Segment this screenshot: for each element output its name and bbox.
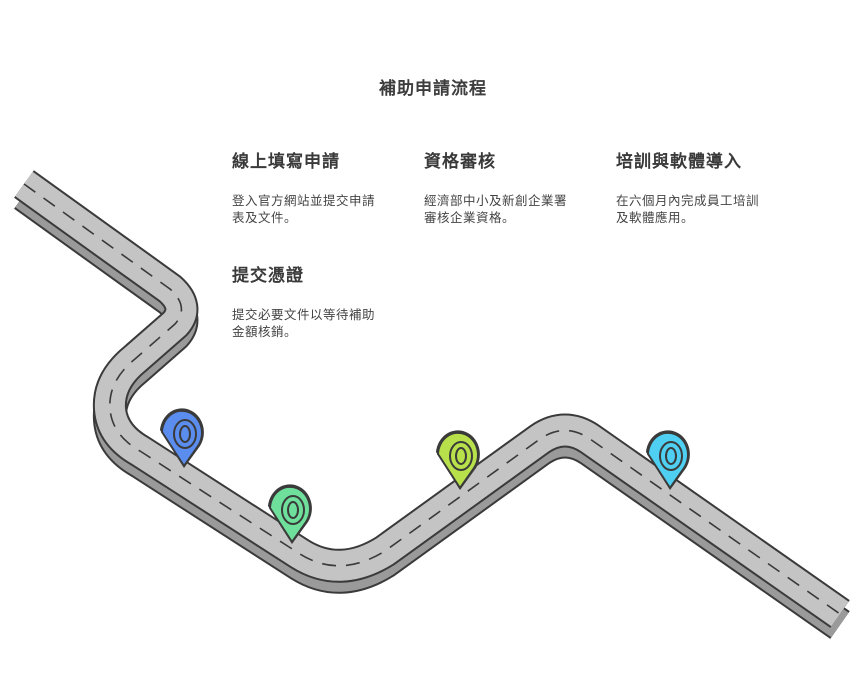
step-heading: 線上填寫申請 [232, 152, 340, 172]
step-training-software: 培訓與軟體導入 在六個月內完成員工培訓及軟體應用。 [616, 147, 786, 226]
diagram-title: 補助申請流程 [379, 79, 487, 99]
step-description: 提交必要文件以等待補助金額核銷。 [232, 307, 376, 339]
step-eligibility-review: 資格審核 經濟部中小及新創企業署審核企業資格。 [424, 147, 594, 226]
step-heading: 提交憑證 [232, 266, 304, 286]
road-center-line [23, 183, 841, 615]
step-submit-proof: 提交憑證 提交必要文件以等待補助金額核銷。 [232, 261, 402, 340]
cyan-pin-icon [646, 430, 690, 490]
step-description: 經濟部中小及新創企業署審核企業資格。 [424, 193, 568, 225]
step-heading: 培訓與軟體導入 [616, 152, 742, 172]
green-pin-icon [268, 484, 312, 544]
blue-pin-icon [160, 408, 204, 468]
step-heading: 資格審核 [424, 152, 496, 172]
step-description: 在六個月內完成員工培訓及軟體應用。 [616, 193, 760, 225]
step-online-application: 線上填寫申請 登入官方網站並提交申請表及文件。 [232, 147, 402, 226]
lime-pin-icon [436, 430, 480, 490]
step-description: 登入官方網站並提交申請表及文件。 [232, 193, 376, 225]
